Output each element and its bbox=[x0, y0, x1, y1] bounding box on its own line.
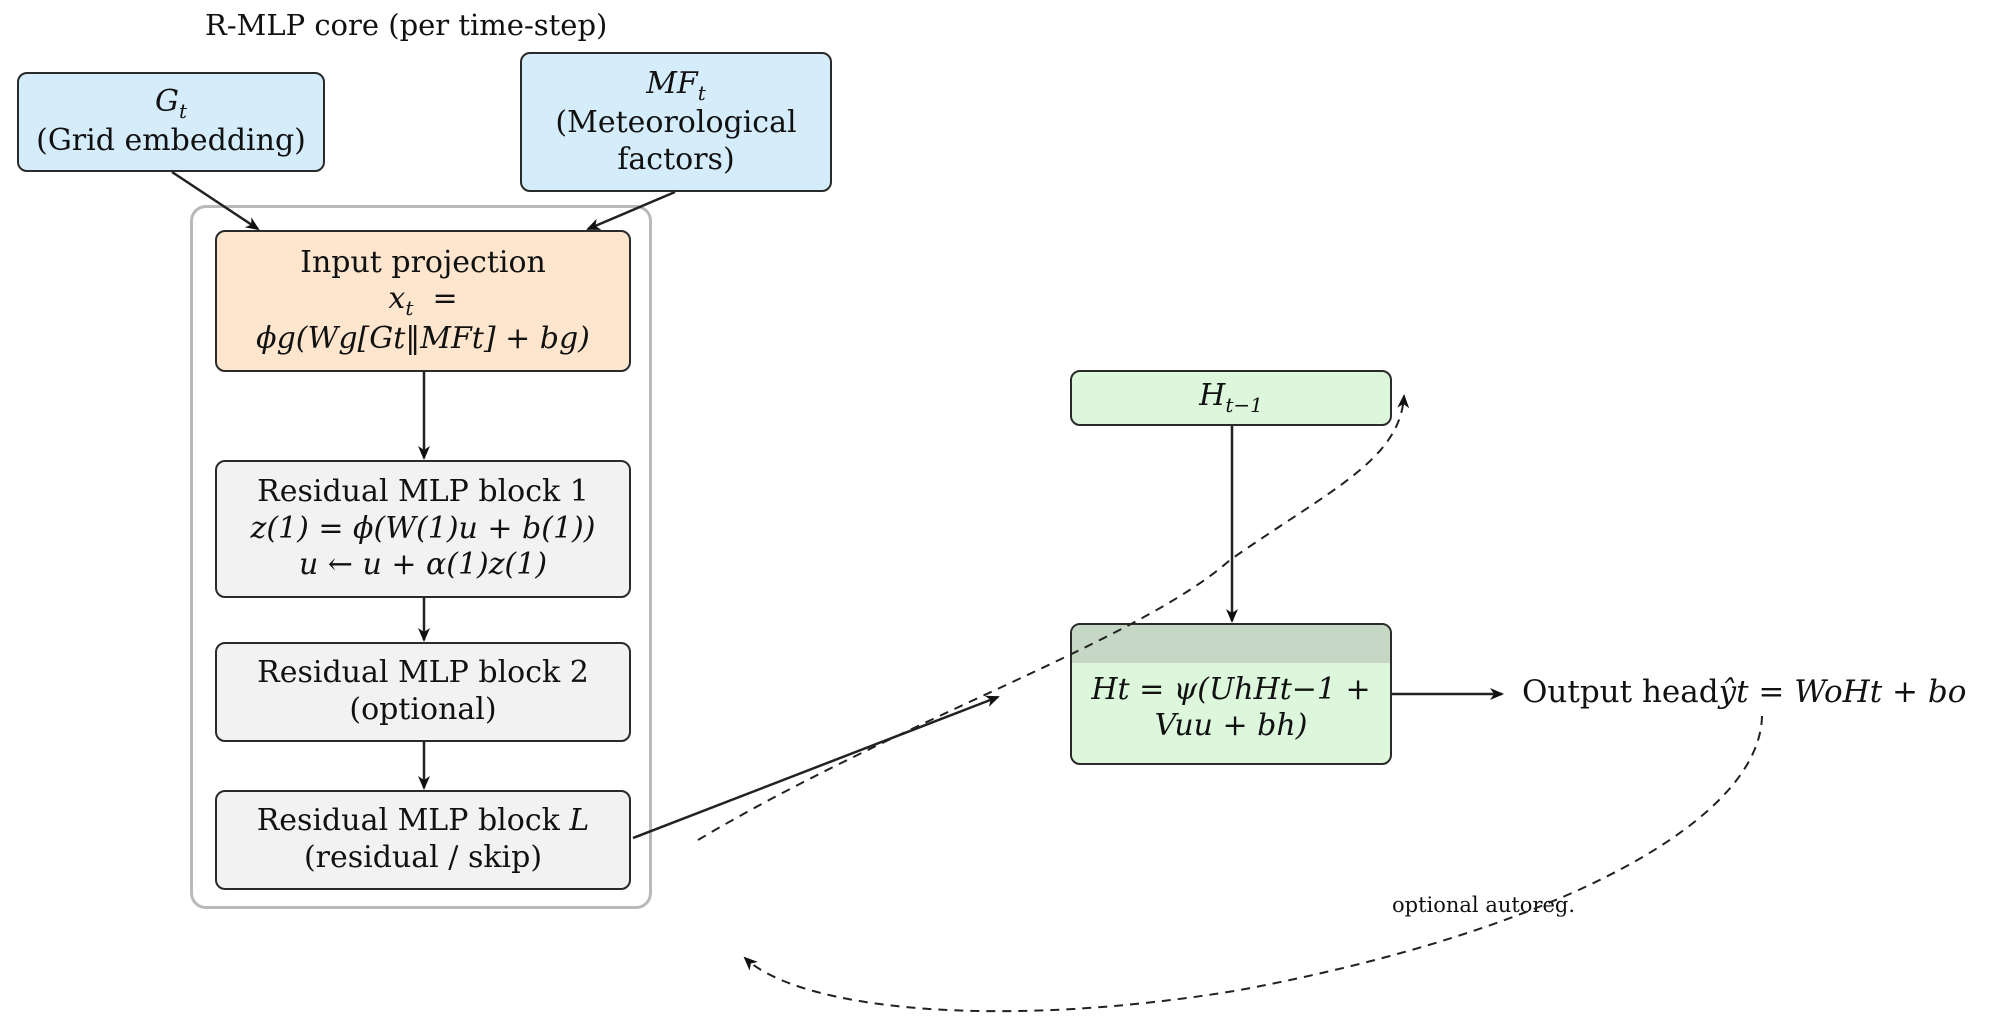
block2-title: Residual MLP block 2 bbox=[257, 655, 589, 691]
blockL-title-var: L bbox=[569, 803, 590, 839]
residual-block-L: Residual MLP block L (residual / skip) bbox=[215, 790, 631, 890]
blockL-subtitle: (residual / skip) bbox=[303, 840, 543, 875]
block2-subtitle: (optional) bbox=[349, 692, 497, 727]
block1-formula-u: u ← u + α(1)z(1) bbox=[298, 547, 548, 583]
gt-subscript: t bbox=[178, 99, 187, 123]
mft-description-line2: factors) bbox=[617, 141, 735, 177]
gt-symbol: G bbox=[154, 84, 179, 119]
meteorological-factors-node: MFt (Meteorological factors) bbox=[520, 52, 832, 192]
block1-title: Residual MLP block 1 bbox=[257, 474, 589, 510]
input-projection-equals: = bbox=[413, 281, 458, 317]
output-head-label: Output headŷt = WoHt + bo bbox=[1522, 674, 1966, 710]
block1-formula-z: z(1) = ϕ(W(1)u + b(1)) bbox=[250, 510, 596, 546]
residual-block-2: Residual MLP block 2 (optional) bbox=[215, 642, 631, 742]
blockL-title: Residual MLP block bbox=[256, 803, 560, 839]
autoreg-annotation: optional autoreg. bbox=[1392, 893, 1576, 917]
dashed-skip-connection bbox=[697, 394, 1410, 841]
ht-formula-line1: Ht = ψ(UhHt−1 + bbox=[1091, 671, 1371, 707]
input-projection-xt: x bbox=[388, 281, 406, 317]
arrow-gt-to-projection bbox=[171, 170, 260, 231]
ht-formula-line2: Vuu + bh) bbox=[1154, 708, 1308, 744]
input-projection-title: Input projection bbox=[300, 244, 546, 280]
input-projection-node: Input projection xt = ϕg(Wg[Gt‖MFt] + bg… bbox=[215, 230, 631, 372]
dashed-autoreg-loop bbox=[743, 715, 1763, 1013]
mft-subscript: t bbox=[697, 80, 706, 105]
gt-description: (Grid embedding) bbox=[36, 123, 306, 159]
hidden-state-header-band bbox=[1072, 625, 1390, 663]
residual-block-1: Residual MLP block 1 z(1) = ϕ(W(1)u + b(… bbox=[215, 460, 631, 598]
diagram-title: R-MLP core (per time-step) bbox=[205, 8, 608, 42]
input-projection-formula: ϕg(Wg[Gt‖MFt] + bg) bbox=[256, 320, 590, 356]
h-prev-symbol: H bbox=[1199, 378, 1226, 414]
mft-symbol: MF bbox=[646, 65, 698, 101]
h-prev-subscript: t−1 bbox=[1225, 393, 1263, 418]
arrow-mft-to-projection bbox=[586, 190, 676, 231]
mft-description-line1: (Meteorological bbox=[555, 105, 797, 141]
rmlp-core-group bbox=[190, 205, 652, 909]
output-head-formula: ŷt = WoHt + bo bbox=[1718, 674, 1967, 710]
input-projection-xt-sub: t bbox=[405, 296, 414, 321]
output-head-text: Output head bbox=[1522, 674, 1719, 710]
arrow-blockL-to-hidden bbox=[632, 695, 1000, 840]
previous-hidden-state-node: Ht−1 bbox=[1070, 370, 1392, 426]
grid-embedding-node: Gt (Grid embedding) bbox=[17, 72, 325, 172]
